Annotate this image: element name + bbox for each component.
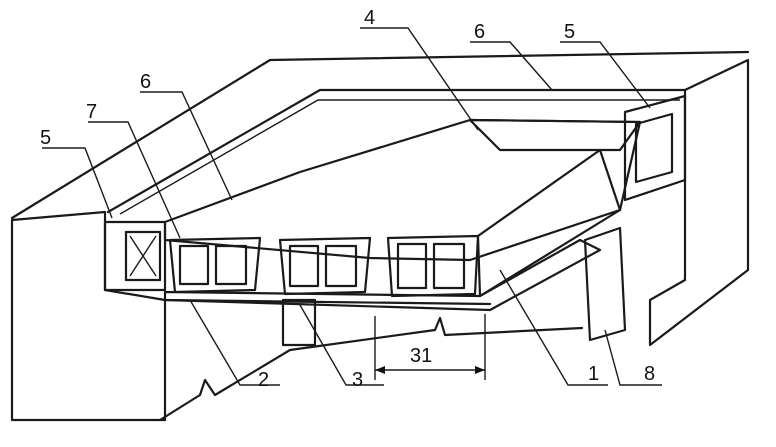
callout-8: 8 [644,363,655,385]
hollow-core-slabs [168,148,622,298]
callout-6-right: 6 [474,21,485,43]
callout-2: 2 [258,369,269,391]
callout-labels: 5 7 6 4 6 5 2 3 31 1 8 [40,7,655,391]
room-outline [10,50,750,220]
callout-3: 3 [352,369,363,391]
callout-7: 7 [86,101,97,123]
callout-4: 4 [364,7,375,29]
callout-6-left: 6 [140,71,151,93]
callout-31: 31 [410,345,432,367]
left-ring-beam [103,220,167,292]
right-wall [648,58,750,347]
support-beam [163,238,602,312]
callout-5-right: 5 [564,21,575,43]
right-ring-beam [623,94,687,202]
leader-lines [42,27,662,386]
dimension-31 [374,314,486,380]
slab-section-1 [168,236,262,294]
break-line [158,316,584,422]
columns [281,226,627,347]
callout-1: 1 [588,363,599,385]
left-wall [10,210,167,422]
slab-section-2 [278,236,372,296]
callout-5-left: 5 [40,127,51,149]
slab-section-3 [386,234,480,298]
